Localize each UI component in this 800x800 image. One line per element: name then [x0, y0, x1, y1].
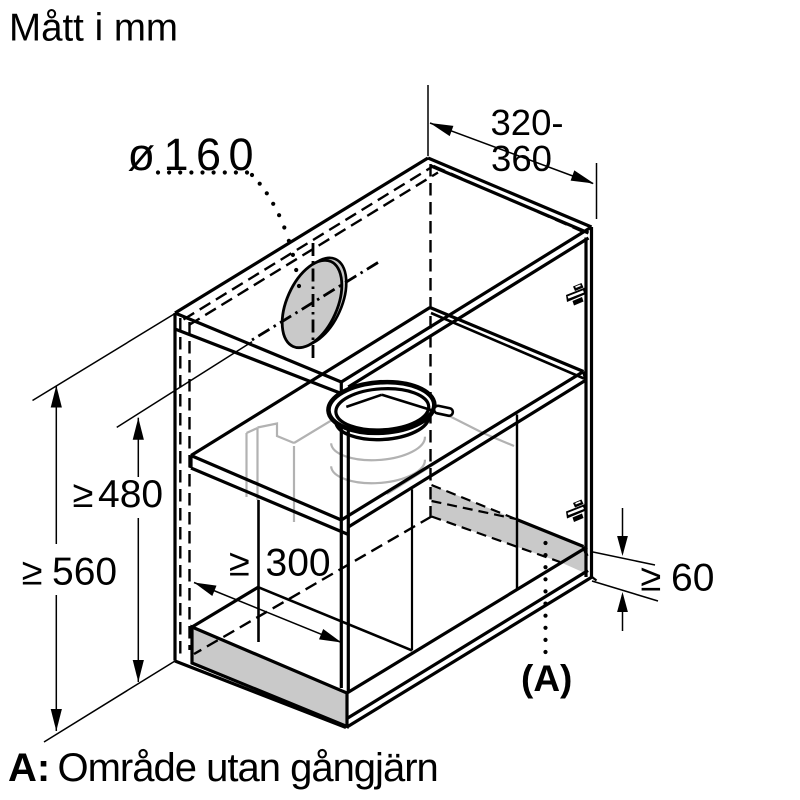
svg-text:320-: 320- [490, 102, 563, 143]
svg-text:Mått i mm: Mått i mm [9, 7, 178, 50]
svg-text:(A): (A) [521, 658, 572, 699]
svg-text:160: 160 [164, 129, 262, 180]
svg-text:≥: ≥ [22, 552, 43, 594]
svg-text:ø: ø [128, 129, 156, 180]
svg-text:360: 360 [491, 138, 552, 179]
svg-text:A:: A: [8, 746, 50, 790]
svg-text:60: 60 [671, 557, 714, 600]
svg-text:300: 300 [266, 542, 331, 585]
svg-text:560: 560 [52, 551, 117, 594]
svg-text:Område utan gångjärn: Område utan gångjärn [58, 746, 438, 790]
svg-text:≥: ≥ [641, 558, 662, 600]
svg-text:≥: ≥ [229, 543, 250, 585]
svg-text:≥: ≥ [73, 474, 94, 516]
svg-text:480: 480 [98, 473, 163, 516]
